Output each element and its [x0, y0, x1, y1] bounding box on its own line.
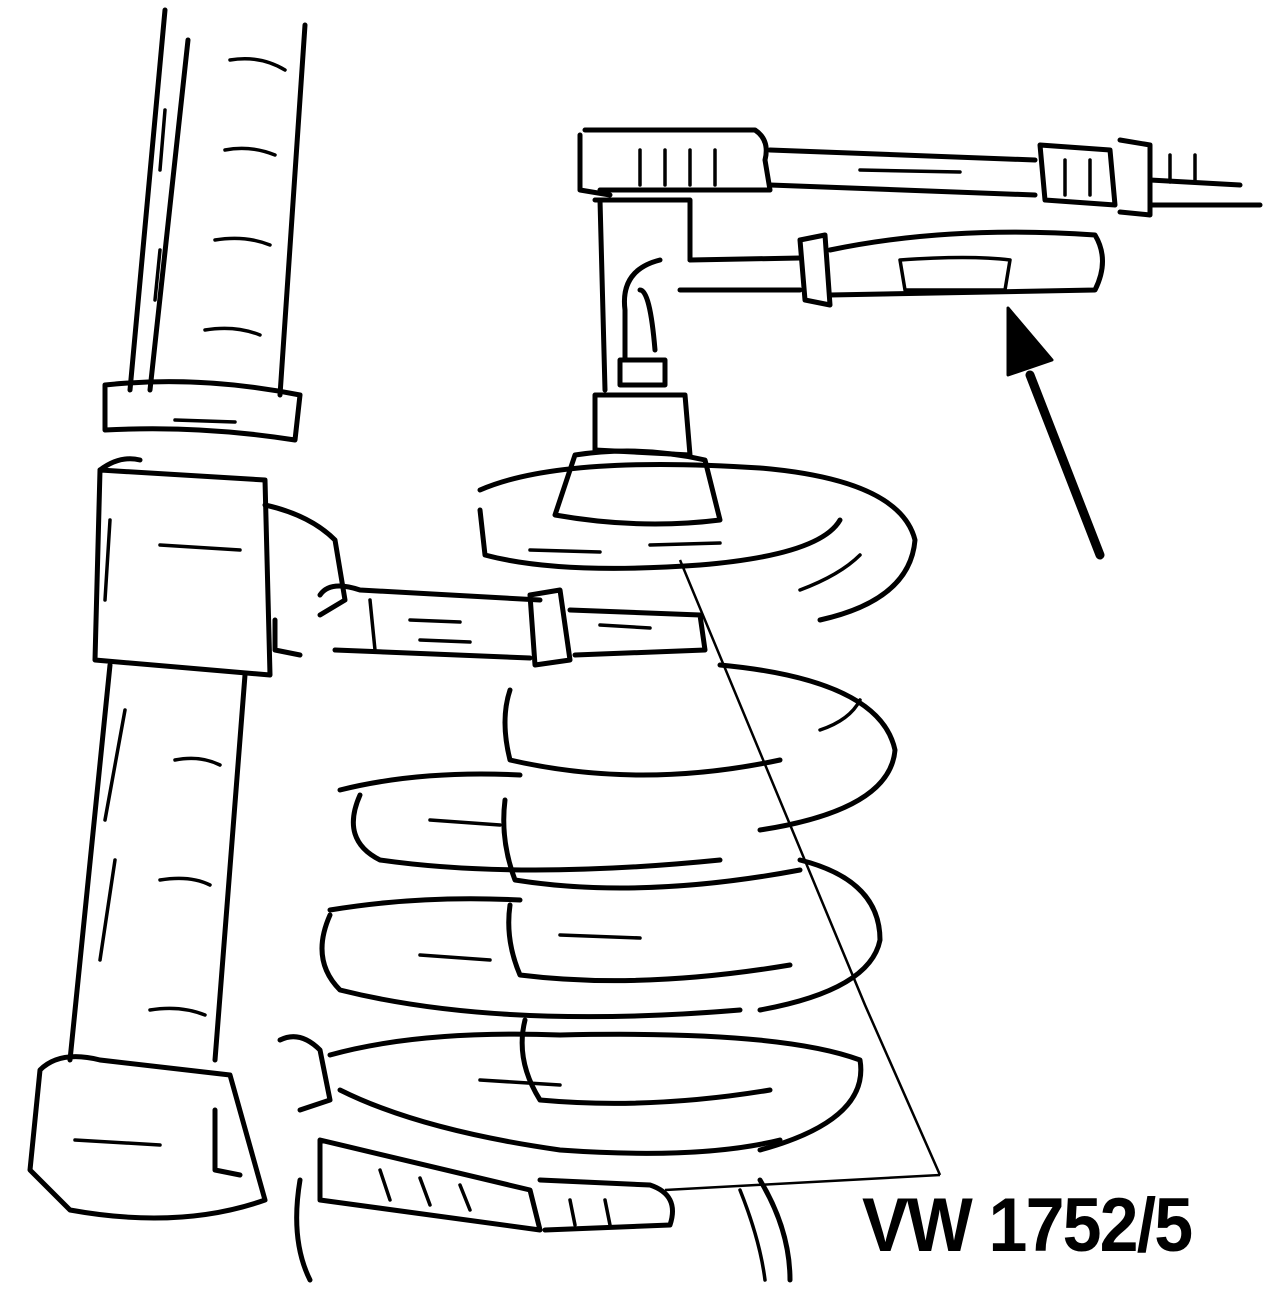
lower-compressor-claw: [277, 1034, 793, 1283]
coil-spring: [319, 462, 918, 1156]
socket-stack: [552, 132, 723, 527]
torque-wrench: [582, 127, 1263, 308]
tool-label-leaders: [664, 559, 942, 1192]
direction-arrow: [1006, 306, 1105, 560]
strut-tube: [27, 7, 348, 1221]
compressor-arm: [317, 583, 708, 668]
tool-number-label: VW 1752/5: [862, 1183, 1193, 1268]
